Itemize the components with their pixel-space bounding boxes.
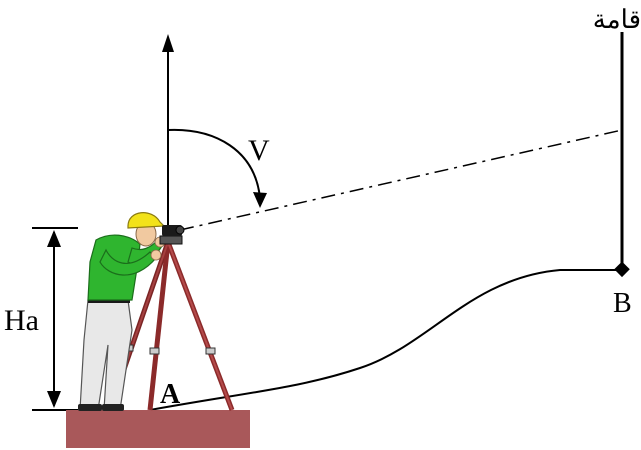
- ha-arrow-top: [47, 230, 61, 247]
- ground-profile: [149, 269, 622, 411]
- tripod: [107, 241, 235, 411]
- point-b-label: B: [613, 288, 632, 319]
- ground-block: [66, 410, 250, 448]
- ha-arrow-bottom: [47, 391, 61, 408]
- vertical-arrowhead: [162, 34, 174, 52]
- surveyor-figure: [78, 212, 166, 411]
- height-label: Ha: [4, 304, 39, 337]
- level-instrument: [159, 225, 185, 245]
- angle-arrowhead: [253, 192, 267, 208]
- point-a-label: A: [160, 379, 181, 410]
- angle-arc: [167, 128, 261, 199]
- staff-label: قامة: [593, 5, 641, 34]
- angle-label: V: [248, 134, 270, 167]
- line-of-sight: [179, 129, 623, 231]
